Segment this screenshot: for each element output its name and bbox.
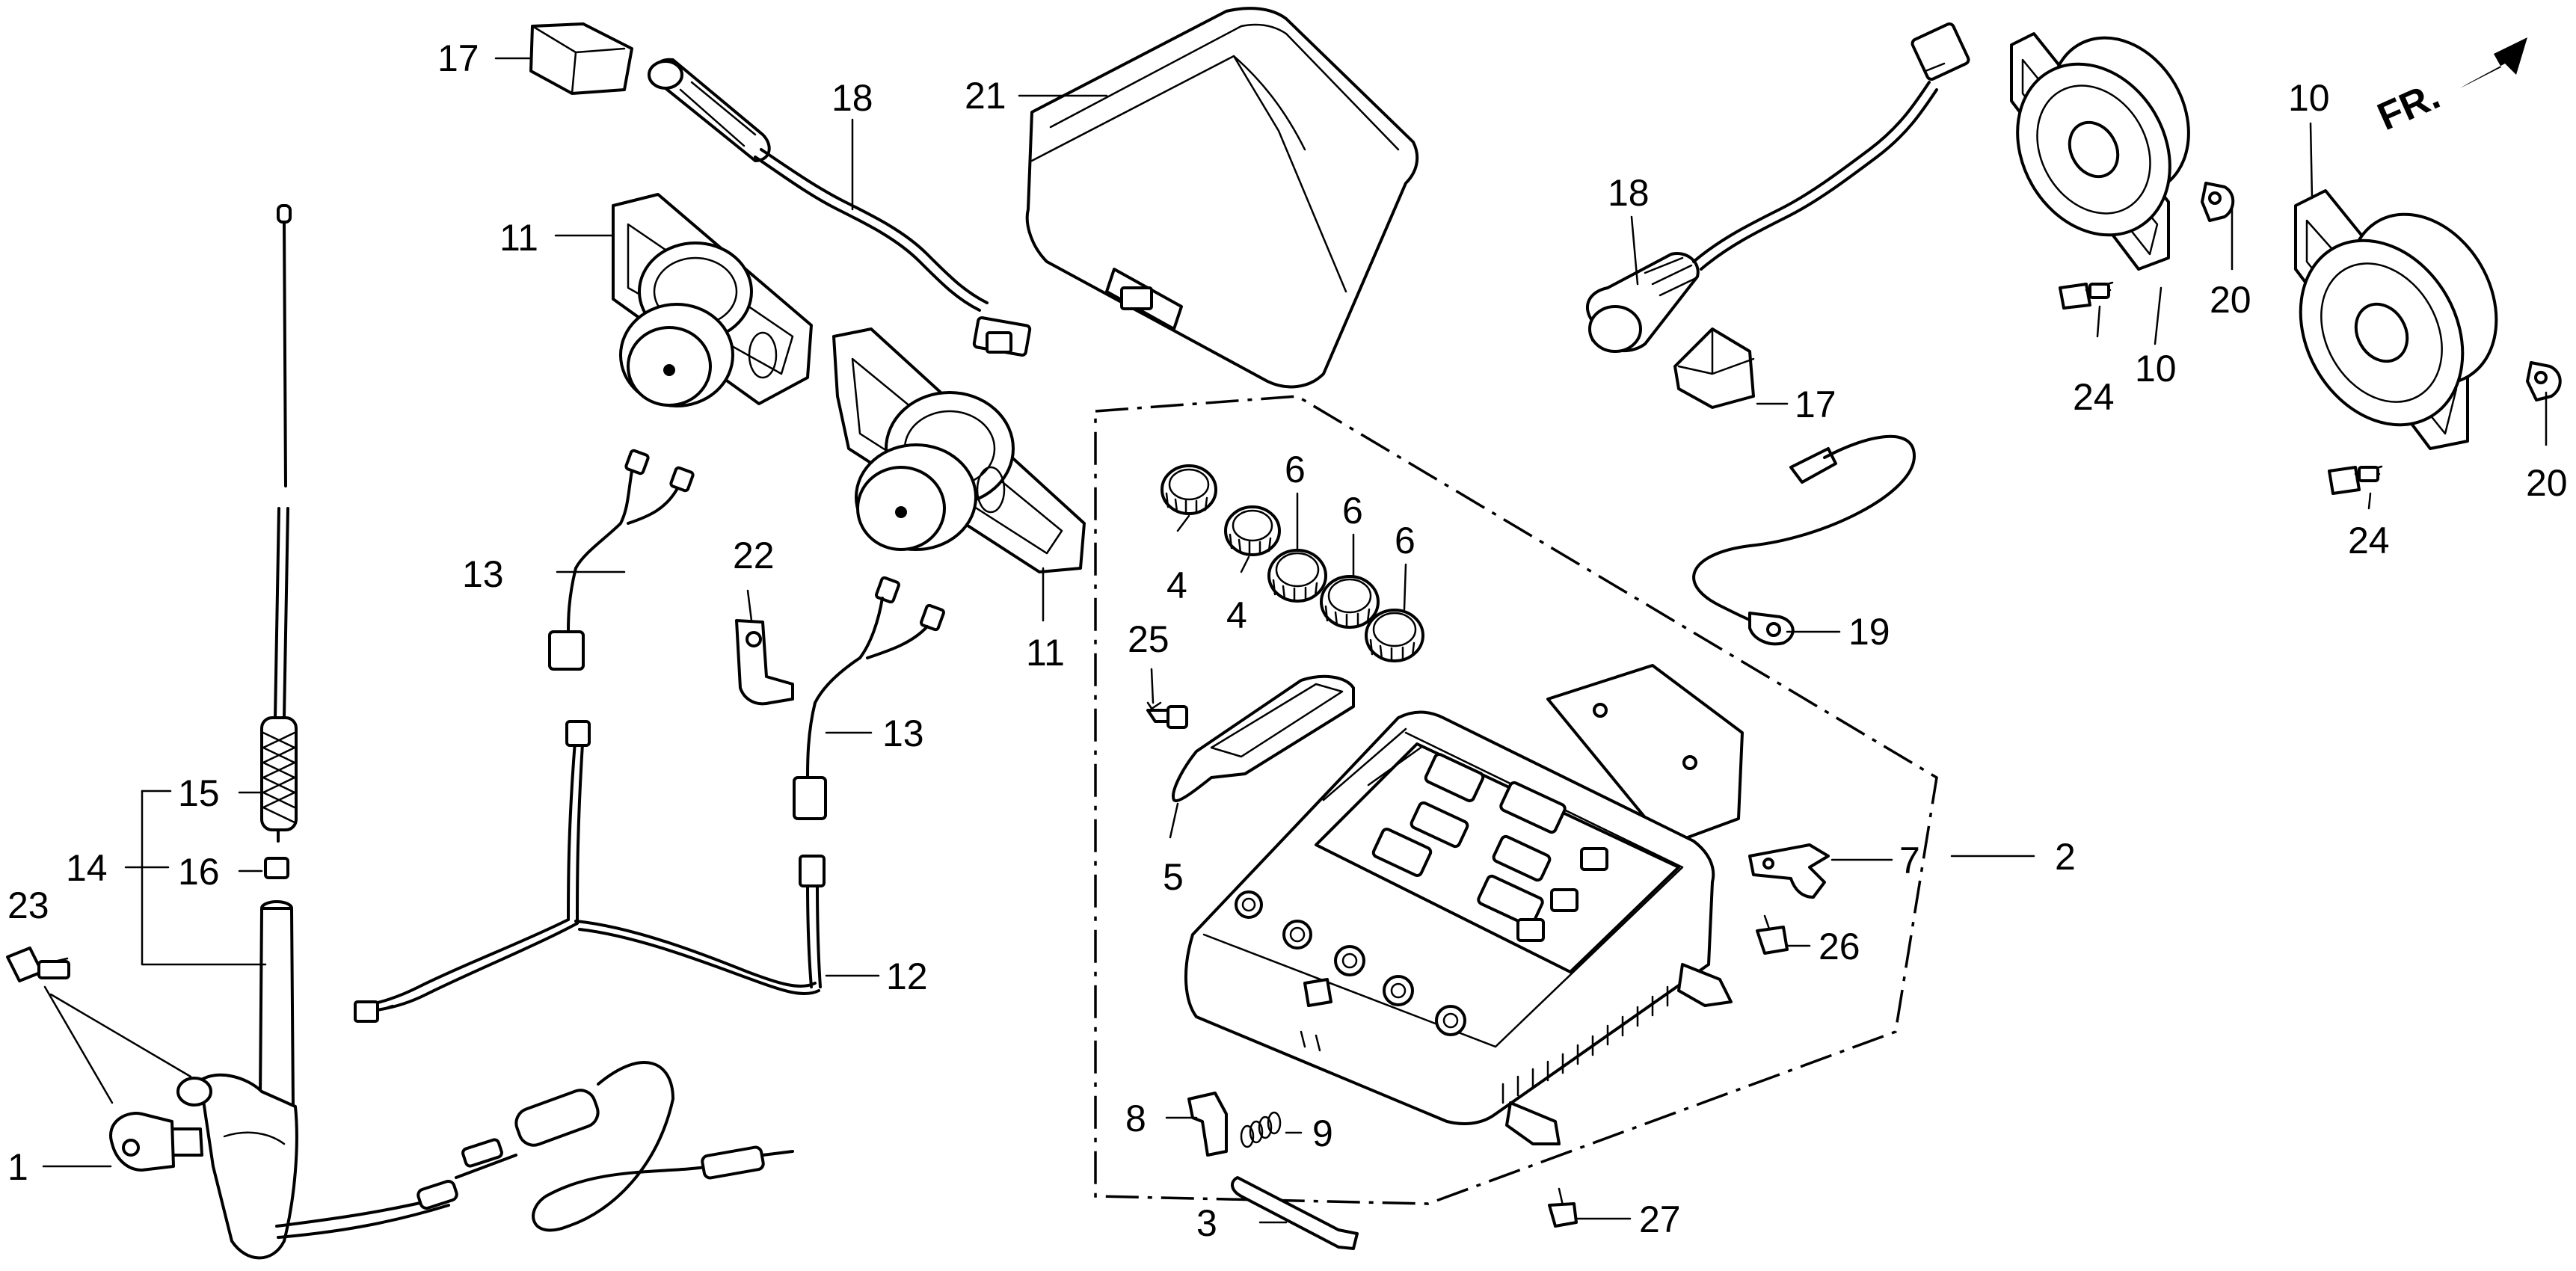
callout-12: 12 — [886, 955, 928, 997]
callout-15: 15 — [178, 772, 220, 814]
spring-9 — [1240, 1111, 1282, 1148]
callout-20-lower: 20 — [2526, 462, 2568, 504]
callout-13-lower: 13 — [882, 713, 924, 754]
callout-26: 26 — [1819, 926, 1860, 967]
knob-4a — [1161, 464, 1217, 515]
callout-3: 3 — [1196, 1202, 1217, 1244]
assembly-boundary-2 — [1094, 395, 1938, 1205]
callout-4a: 4 — [1166, 564, 1187, 606]
plate-3 — [1231, 1176, 1359, 1250]
speaker-10-upper — [2010, 32, 2190, 271]
callout-24-upper: 24 — [2073, 376, 2115, 418]
leader-lines — [42, 57, 2548, 1224]
switch-cover-17-right — [1673, 327, 1755, 409]
callout-5: 5 — [1163, 856, 1184, 898]
wire-harness-13-upper — [548, 449, 695, 671]
bracket-7 — [1748, 843, 1830, 899]
callout-labels: 1 23 14 15 16 17 11 18 13 22 13 12 11 21… — [7, 37, 2568, 1244]
speaker-11-lower — [832, 327, 1086, 573]
callout-9: 9 — [1312, 1112, 1333, 1154]
clip-8 — [1187, 1092, 1228, 1157]
callout-17-upper: 17 — [437, 37, 479, 79]
screw-27 — [1548, 1187, 1578, 1228]
speaker-11-upper — [612, 193, 813, 407]
knob-6a — [1267, 549, 1327, 603]
callout-6b: 6 — [1342, 490, 1363, 532]
callout-2: 2 — [2055, 836, 2076, 878]
callout-23: 23 — [7, 884, 49, 926]
antenna-mast — [260, 204, 298, 843]
front-direction-arrow: FR. — [2371, 37, 2527, 139]
callout-4b: 4 — [1226, 594, 1247, 636]
callout-20-upper: 20 — [2210, 279, 2251, 321]
clip-20-lower — [2526, 361, 2562, 401]
callout-10-right: 10 — [2288, 77, 2330, 119]
wire-harness-12 — [354, 720, 826, 1023]
screw-24-lower — [2328, 465, 2383, 495]
clip-20-upper — [2201, 182, 2235, 222]
screw-24-upper — [2059, 281, 2114, 310]
screw-23 — [6, 947, 70, 982]
knob-6b — [1320, 575, 1380, 629]
antenna-clip — [109, 1112, 175, 1172]
callout-1: 1 — [7, 1146, 28, 1188]
callout-25: 25 — [1128, 618, 1169, 660]
callout-24-lower: 24 — [2348, 520, 2390, 561]
panel-5 — [1172, 674, 1355, 802]
switch-18-right — [1585, 22, 1970, 353]
clip-22 — [735, 619, 794, 706]
callout-11-lower: 11 — [1026, 632, 1065, 674]
callout-16: 16 — [178, 851, 220, 893]
antenna-base — [167, 900, 298, 1260]
callout-13-upper: 13 — [462, 553, 504, 595]
knob-4b — [1224, 505, 1281, 556]
switch-cover-17-upper — [529, 22, 633, 95]
callout-7: 7 — [1899, 840, 1920, 881]
callout-18-right: 18 — [1608, 172, 1650, 214]
callout-11-upper: 11 — [499, 217, 538, 259]
callout-14: 14 — [66, 847, 108, 889]
callout-18-upper: 18 — [831, 77, 873, 119]
ground-wire-19 — [1692, 434, 1916, 646]
cover-21 — [1025, 7, 1419, 389]
screw-25 — [1146, 701, 1188, 729]
knob-6c — [1365, 609, 1424, 662]
callout-6a: 6 — [1285, 449, 1306, 490]
screw-26 — [1756, 914, 1789, 955]
callout-8: 8 — [1125, 1098, 1146, 1139]
switch-18-upper — [648, 58, 1032, 357]
wire-harness-13-lower — [793, 576, 945, 820]
callout-6c: 6 — [1395, 520, 1415, 561]
callout-27: 27 — [1639, 1198, 1681, 1240]
callout-21: 21 — [965, 75, 1006, 117]
callout-22: 22 — [733, 535, 775, 576]
radio-unit — [1184, 664, 1744, 1145]
callout-19: 19 — [1848, 611, 1890, 653]
callout-10-upper: 10 — [2135, 348, 2177, 390]
antenna-nut — [264, 857, 289, 879]
speaker-10-lower — [2294, 189, 2498, 450]
antenna-cable — [275, 1061, 794, 1239]
front-direction-label: FR. — [2371, 74, 2446, 139]
callout-17-right: 17 — [1795, 384, 1836, 425]
